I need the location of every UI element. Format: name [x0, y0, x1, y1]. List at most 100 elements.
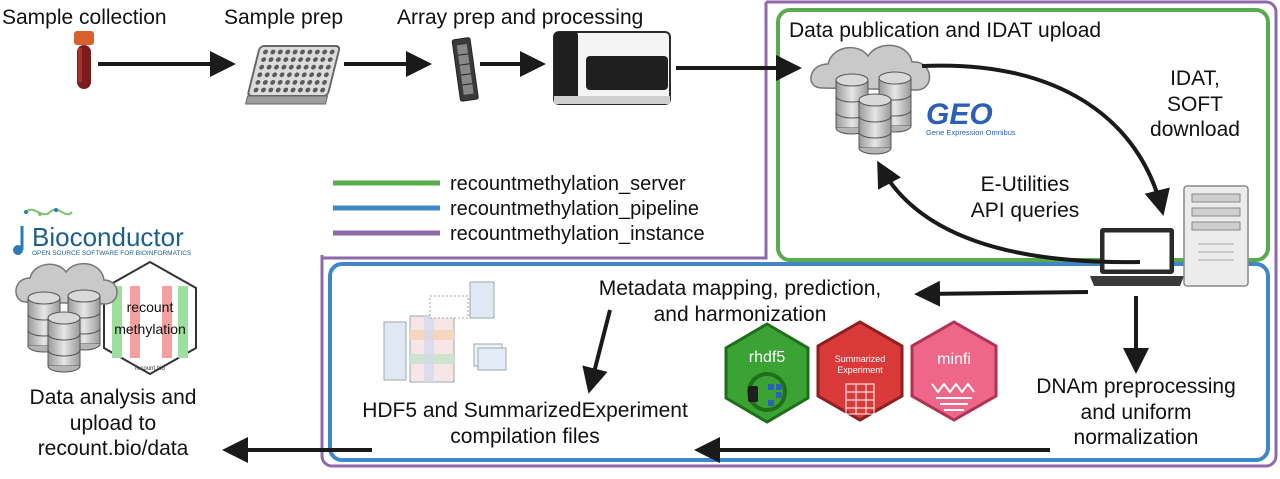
- rhdf5-hex-logo: [724, 322, 810, 424]
- plate-well: [290, 87, 296, 93]
- plate-well: [275, 87, 281, 93]
- plate-well: [305, 57, 311, 63]
- se-hex-label-line1: Summarized: [835, 354, 886, 364]
- instance-region-mask: [320, 0, 766, 255]
- desktop-tower-icon: [1183, 185, 1249, 287]
- analysis-line-1: Data analysis and: [29, 386, 197, 409]
- idat-line-1: IDAT,: [1170, 67, 1220, 90]
- plate-well: [257, 72, 263, 78]
- geo-subtitle: Gene Expression Omnibus: [926, 128, 1016, 137]
- bioconductor-title: Bioconductor: [32, 222, 184, 252]
- plate-well: [300, 49, 305, 55]
- plate-well: [264, 72, 270, 78]
- plate-well: [281, 64, 287, 70]
- arrow-idat-download: [921, 63, 1170, 216]
- label-metadata: Metadata mapping, prediction, and harmon…: [560, 276, 920, 327]
- well-plate-icon: [244, 45, 341, 105]
- array-slide-icon: [451, 37, 479, 102]
- label-idat-download: IDAT, SOFT download: [1140, 66, 1250, 143]
- plate-well: [283, 57, 289, 63]
- recount-logo-line1: recount: [127, 299, 174, 315]
- data-matrix-icon: [383, 281, 507, 383]
- recount-logo-line2: methylation: [114, 321, 186, 337]
- legend-label-server: recountmethylation_server: [450, 173, 686, 195]
- metadata-line-1: Metadata mapping, prediction,: [598, 277, 882, 300]
- idat-line-3: download: [1150, 118, 1240, 142]
- plate-well: [253, 87, 259, 93]
- plate-well: [263, 49, 268, 55]
- plate-well: [270, 80, 276, 85]
- plate-well: [320, 87, 326, 93]
- plate-well: [325, 64, 331, 70]
- plate-well: [318, 64, 324, 70]
- plate-well: [329, 49, 335, 55]
- plate-well: [301, 72, 307, 78]
- plate-well: [279, 72, 285, 78]
- instance-region-notch: [322, 2, 768, 260]
- plate-well: [298, 57, 304, 63]
- plate-well: [266, 64, 272, 70]
- plate-well: [299, 80, 305, 85]
- plate-well: [268, 57, 274, 63]
- geo-title: GEO: [926, 98, 993, 131]
- analysis-line-3: recount.bio/data: [37, 437, 189, 461]
- plate-well: [303, 64, 309, 70]
- plate-well: [277, 80, 283, 85]
- analysis-line-2: upload to: [69, 411, 157, 435]
- dnam-line-1: DNAm preprocessing: [1036, 375, 1236, 398]
- plate-well: [288, 64, 294, 70]
- plate-well: [290, 57, 296, 63]
- label-hdf5: HDF5 and SummarizedExperiment compilatio…: [330, 398, 720, 449]
- plate-well: [262, 80, 268, 85]
- metadata-line-2: and harmonization: [653, 302, 827, 326]
- sample-tube-icon: [74, 31, 94, 89]
- plate-well: [322, 80, 327, 85]
- plate-well: [255, 80, 261, 85]
- plate-well: [272, 72, 278, 78]
- recountmethylation-hex-logo: [15, 260, 197, 376]
- plate-well: [260, 87, 266, 93]
- plate-well: [259, 64, 265, 70]
- minfi-hex-label: minfi: [937, 351, 971, 368]
- plate-well: [322, 49, 328, 55]
- plate-well: [311, 64, 316, 70]
- geo-cloud-database-icon: [810, 44, 931, 155]
- legend-label-instance: recountmethylation_instance: [450, 223, 705, 245]
- pipeline-region-box: [328, 262, 1270, 462]
- plate-well: [292, 49, 298, 55]
- plate-well: [296, 64, 302, 70]
- plate-well: [286, 72, 292, 78]
- plate-well: [314, 80, 320, 85]
- plate-well: [307, 80, 313, 85]
- label-dnam: DNAm preprocessing and uniform normaliza…: [1010, 374, 1262, 451]
- rhdf5-hex-label: rhdf5: [749, 349, 786, 366]
- laptop-icon: [1090, 228, 1184, 286]
- summarizedexperiment-hex-logo: [816, 320, 904, 422]
- arrow-metadata-to-hdf5: [582, 309, 612, 394]
- se-hex-label-line2: Experiment: [837, 365, 883, 375]
- plate-well: [274, 64, 279, 70]
- label-sample-prep: Sample prep: [224, 6, 344, 29]
- plate-well: [277, 49, 283, 55]
- plate-well: [270, 49, 276, 55]
- hdf5-line-1: HDF5 and SummarizedExperiment: [362, 399, 688, 422]
- plate-well: [316, 72, 322, 78]
- recount-logo-small: recount.bio: [135, 366, 165, 372]
- plate-well: [285, 80, 290, 85]
- label-data-publication: Data publication and IDAT upload: [789, 19, 1102, 42]
- plate-well: [312, 57, 318, 63]
- dnam-line-2: and uniform: [1080, 400, 1192, 424]
- bioconductor-logo: [13, 208, 73, 255]
- plate-well: [309, 72, 315, 78]
- plate-well: [268, 87, 274, 93]
- eutilities-line-2: API queries: [970, 198, 1080, 222]
- plate-well: [314, 49, 320, 55]
- legend-label-pipeline: recountmethylation_pipeline: [450, 198, 700, 220]
- plate-well: [323, 72, 329, 78]
- label-analysis: Data analysis and upload to recount.bio/…: [4, 385, 222, 462]
- plate-well: [307, 49, 313, 55]
- plate-well: [292, 80, 298, 85]
- arrow-laptop-to-metadata: [914, 280, 1089, 307]
- scanner-icon: [553, 31, 671, 105]
